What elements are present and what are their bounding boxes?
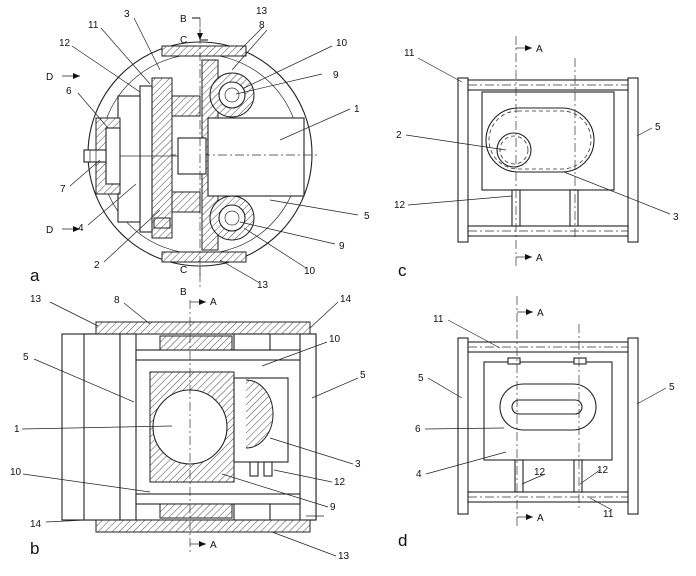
part-label: 4 [78,223,84,234]
part-label: 3 [124,9,130,20]
panel-b-drawing [21,299,359,557]
part-label: 11 [433,314,444,325]
part-label: 14 [340,294,352,305]
part-label: 10 [10,467,22,478]
panel-label-d: d [398,531,407,550]
part-label: 8 [114,295,120,306]
part-label: 5 [360,370,366,381]
section-label: C [180,35,187,46]
part-label: 5 [418,373,424,384]
part-label: 13 [257,280,269,291]
part-label: 13 [256,6,268,17]
part-label: 11 [404,48,415,59]
part-label: 12 [394,200,406,211]
section-label: A [536,253,543,264]
part-label: 5 [364,211,370,222]
panel-d-drawing [424,296,667,528]
section-label: C [180,265,187,276]
section-label: A [537,513,544,524]
panel-a-drawing [62,17,359,290]
section-label: D [46,72,53,83]
section-label: A [536,44,543,55]
part-label: 5 [655,122,661,133]
part-label: 13 [338,551,350,562]
part-label: 9 [333,70,339,81]
section-label: B [180,287,187,298]
part-label: 10 [304,266,316,277]
part-label: 4 [416,469,422,480]
part-label: 11 [88,20,99,31]
section-label: A [210,297,217,308]
part-label: 13 [30,294,42,305]
part-label: 6 [415,424,421,435]
part-label: 5 [23,352,29,363]
part-label: 6 [66,86,72,97]
part-label: 7 [60,184,66,195]
section-label: A [210,540,217,551]
part-label: 5 [669,382,675,393]
section-label: A [537,308,544,319]
part-label: 11 [603,509,614,520]
part-label: 3 [355,459,361,470]
part-label: 10 [329,334,341,345]
part-label: 12 [534,467,546,478]
panel-label-b: b [30,539,39,558]
part-label: 9 [330,502,336,513]
part-label: 9 [339,241,345,252]
part-label: 3 [673,212,679,223]
section-label: D [46,225,53,236]
section-label: B [180,14,187,25]
part-label: 14 [30,519,42,530]
part-label: 12 [597,465,609,476]
part-label: 2 [396,130,402,141]
panel-c-drawing [405,36,671,266]
part-label: 8 [259,20,265,31]
panel-label-a: a [30,266,40,285]
part-label: 12 [59,38,71,49]
part-label: 1 [354,104,360,115]
part-label: 12 [334,477,346,488]
part-label: 1 [14,424,20,435]
part-label: 10 [336,38,348,49]
panel-label-c: c [398,261,407,280]
part-label: 2 [94,260,100,271]
